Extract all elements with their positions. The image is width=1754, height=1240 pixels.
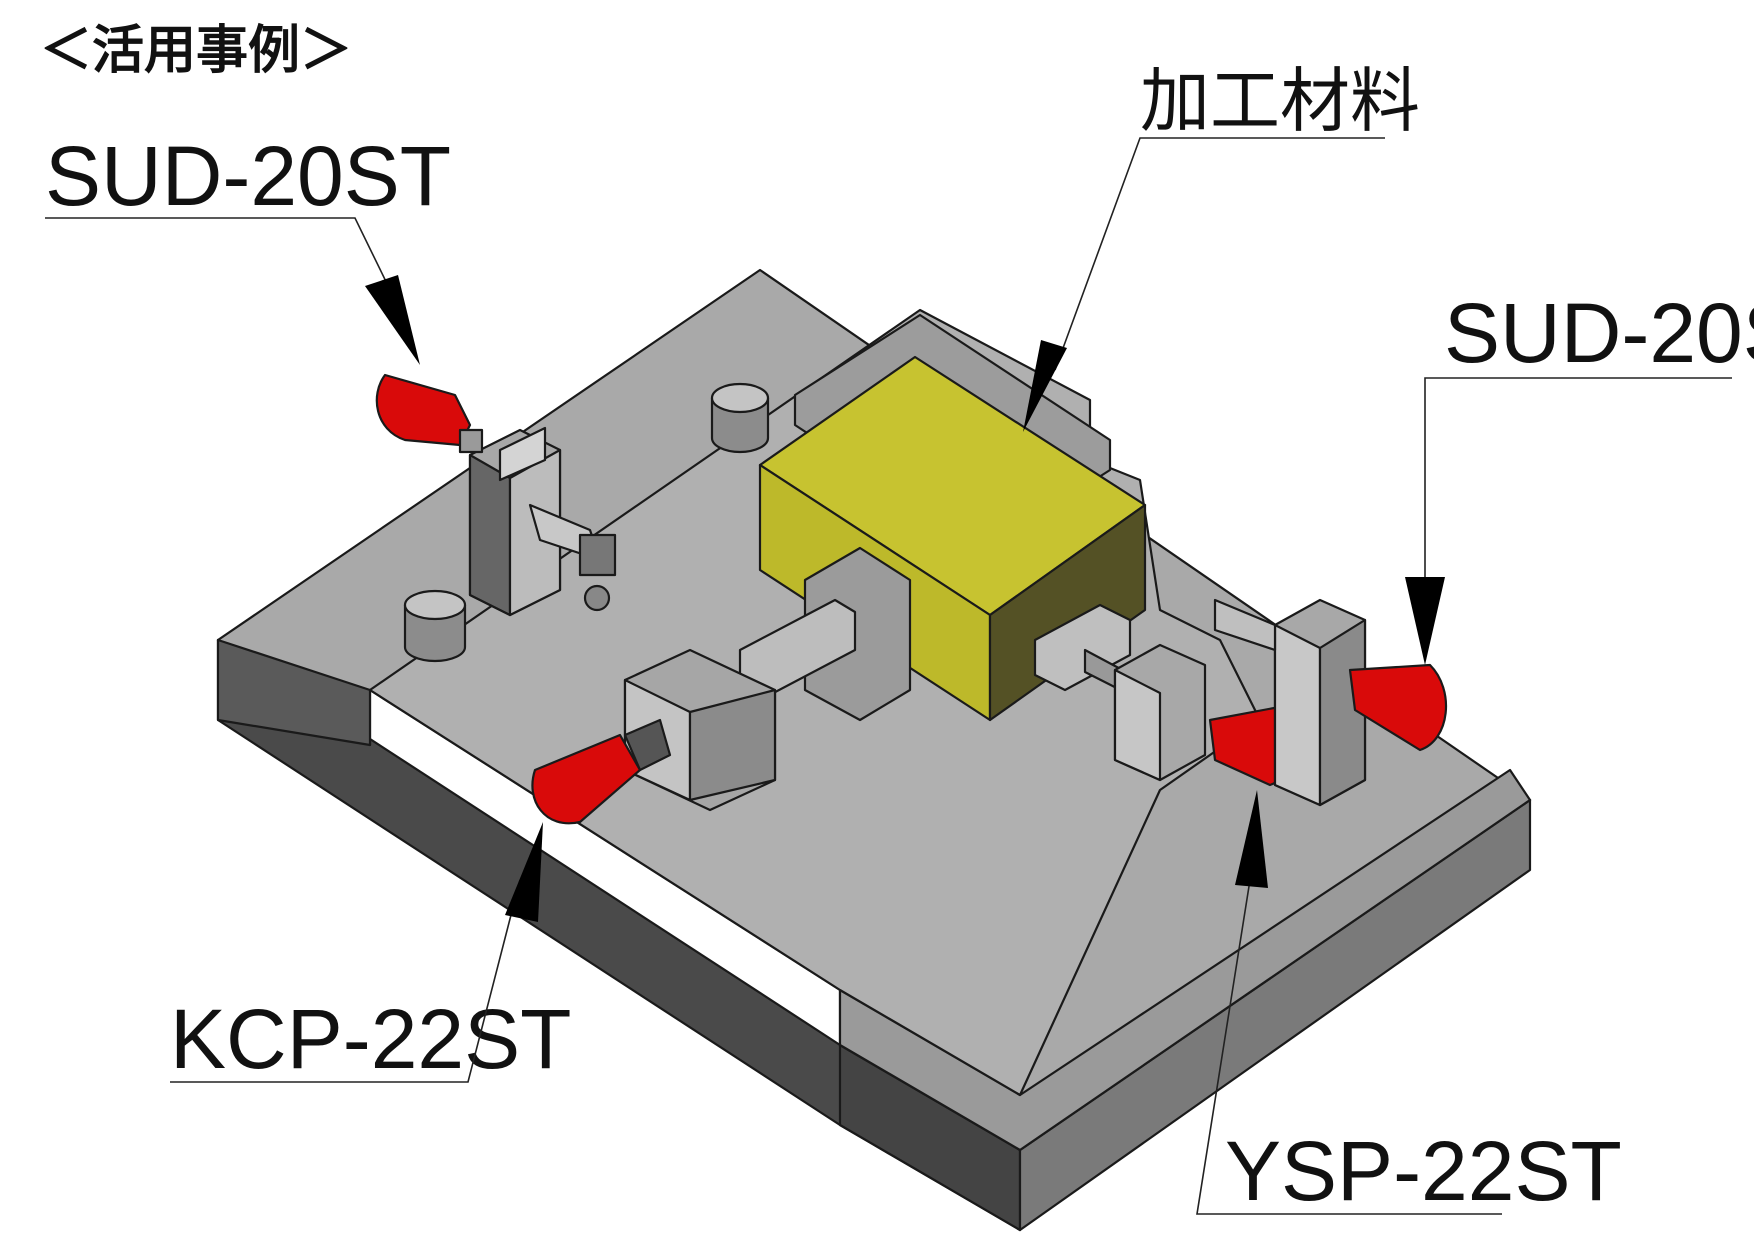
locator-pin — [403, 589, 467, 663]
callout-kcp: KCP-22ST — [170, 822, 571, 1086]
sud-20st-left-clamp — [468, 426, 617, 617]
kcp-push-rod — [738, 546, 912, 722]
sud-20st-left-knob — [375, 373, 484, 454]
arrow-ysp — [1235, 790, 1268, 888]
callout-material: 加工材料 — [1023, 60, 1420, 432]
label-ysp: YSP-22ST — [1225, 1124, 1622, 1218]
callout-ysp: YSP-22ST — [1196, 790, 1622, 1218]
callout-sud-right: SUD-20ST — [1405, 286, 1754, 665]
label-sud-left: SUD-20ST — [45, 129, 451, 223]
arrow-material — [1023, 340, 1067, 432]
sud-20st-right-clamp — [1213, 598, 1367, 807]
arrow-sud-right — [1405, 577, 1445, 665]
arrow-kcp — [505, 822, 543, 922]
sud-20st-right-knob — [1348, 663, 1448, 752]
kcp-22st-knob — [531, 718, 672, 825]
arrow-sud-left — [365, 275, 420, 365]
page-title: ＜活用事例＞ — [40, 21, 352, 81]
label-kcp: KCP-22ST — [170, 992, 571, 1086]
label-material: 加工材料 — [1140, 60, 1420, 142]
ysp-22st-clamp — [1113, 643, 1207, 782]
callout-sud-left: SUD-20ST — [45, 129, 451, 365]
label-sud-right: SUD-20ST — [1444, 286, 1754, 380]
locator-pin — [710, 382, 770, 454]
